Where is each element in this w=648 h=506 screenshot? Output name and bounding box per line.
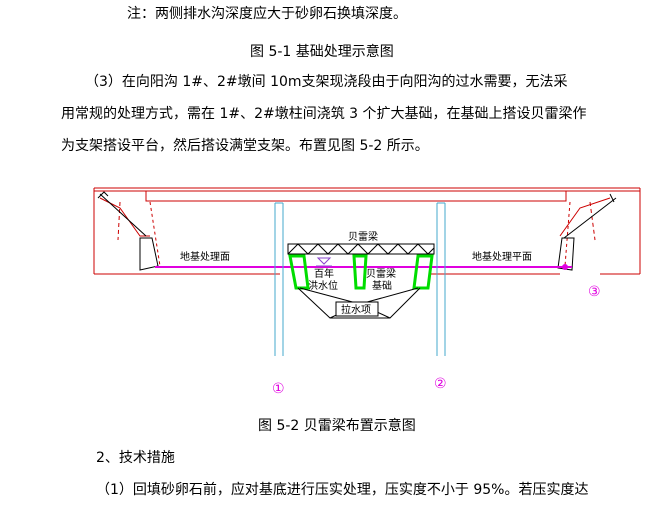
label-foundation-2: 基础	[372, 279, 392, 292]
crossbrace-label-box	[335, 301, 379, 317]
label-left-ground: 地基处理面	[180, 250, 230, 263]
right-abutment	[557, 193, 617, 271]
pile-2	[436, 202, 446, 356]
foundation-blocks	[288, 254, 434, 290]
flood-level-marker	[316, 257, 332, 267]
label-foundation-1: 贝雷梁	[366, 267, 396, 280]
label-flood-level-2: 洪水位	[308, 279, 338, 292]
pier-1-label: ①	[272, 381, 285, 397]
label-right-ground: 地基处理平面	[472, 250, 532, 263]
label-crossbrace: 拉水项	[341, 303, 371, 316]
ground-marker-right	[562, 264, 568, 270]
paragraph-3-line-2: 用常规的处理方式，需在 1#、2#墩柱间浇筑 3 个扩大基础，在基础上搭设贝雷梁…	[61, 106, 587, 122]
pier-2-label: ②	[434, 376, 447, 392]
label-bailey-beam: 贝雷梁	[348, 230, 378, 243]
left-abutment	[97, 191, 159, 271]
label-flood-level-1: 百年	[314, 267, 334, 280]
figure-5-1-caption: 图 5-1 基础处理示意图	[250, 44, 394, 60]
section-2-heading: 2、技术措施	[96, 450, 175, 466]
foundation-block-middle	[352, 254, 368, 290]
figure-5-2-caption: 图 5-2 贝雷梁布置示意图	[258, 418, 416, 434]
foundation-block-right	[412, 254, 434, 290]
paragraph-3-line-3: 为支架搭设平台，然后搭设满堂支架。布置见图 5-2 所示。	[61, 138, 429, 154]
foundation-block-left	[288, 254, 310, 290]
paragraph-technical-line-1: （1）回填砂卵石前，应对基底进行压实处理，压实度不小于 95%。若压实度达	[96, 482, 589, 498]
note-text: 注：两侧排水沟深度应大于砂卵石换填深度。	[127, 6, 407, 22]
pile-1	[274, 202, 284, 356]
bailey-beam-layout-diagram: 地基处理面 地基处理平面 贝雷梁 百年 洪水位 贝雷梁 基础 拉水项 ① ② ③	[93, 187, 641, 397]
bailey-beam-truss	[287, 243, 435, 255]
paragraph-3-line-1: （3）在向阳沟 1#、2#墩间 10m支架现浇段由于向阳沟的过水需要，无法采	[85, 74, 568, 90]
pier-3-label: ③	[588, 284, 601, 300]
